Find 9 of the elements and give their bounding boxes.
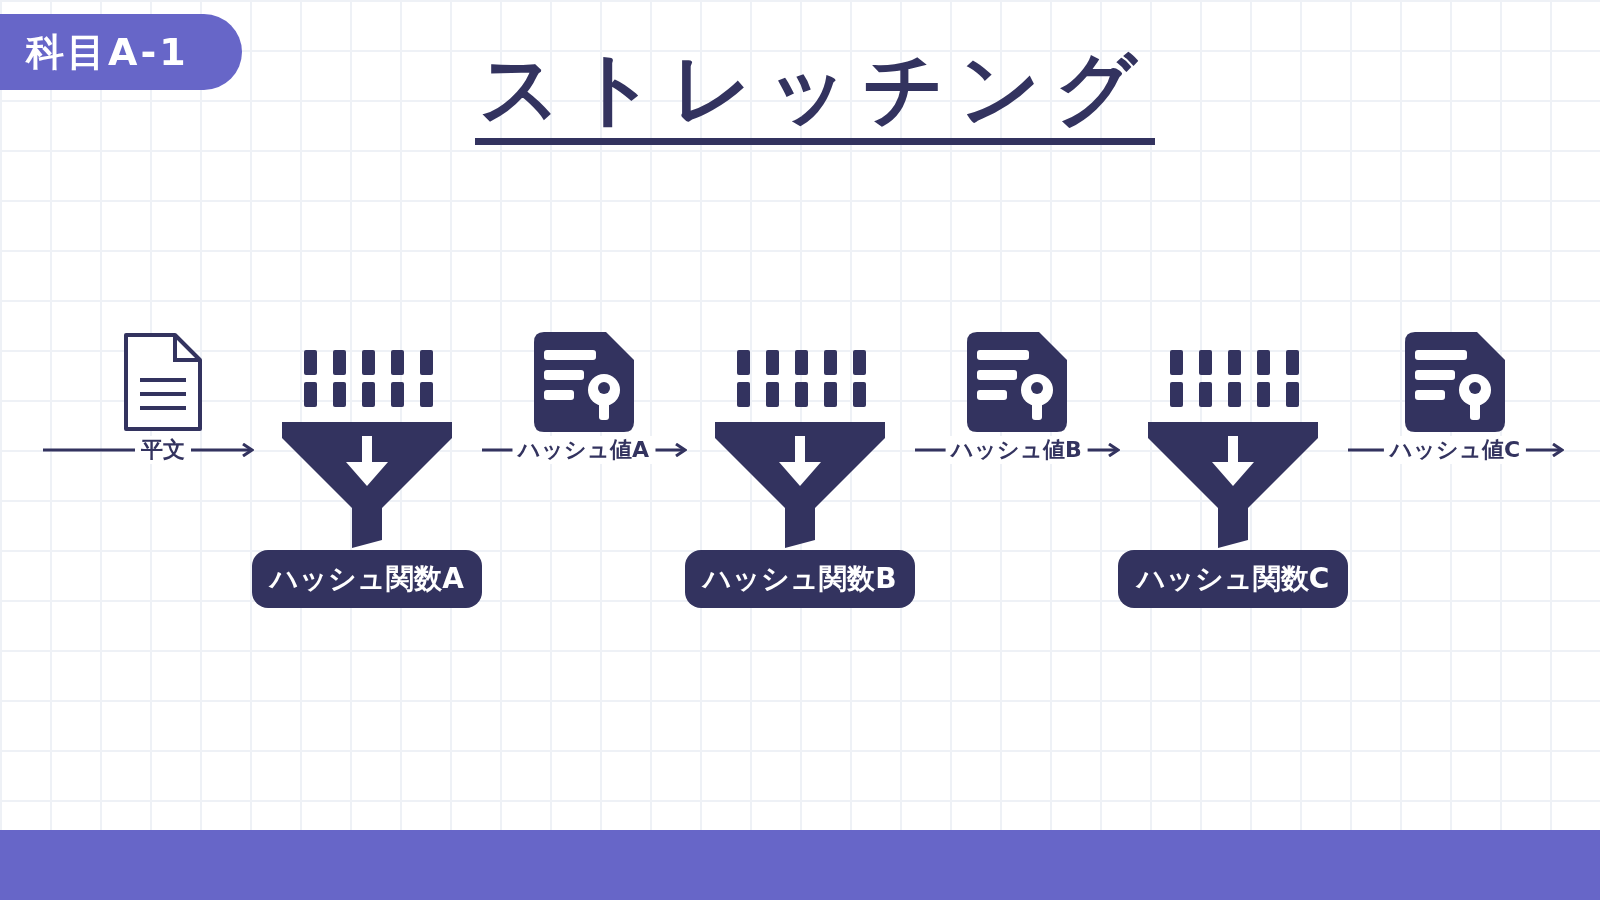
edge-label: 平文	[134, 436, 191, 464]
subject-tag: 科目A-1	[0, 14, 242, 90]
function-label: ハッシュ関数B	[685, 550, 915, 608]
function-label: ハッシュ関数C	[1118, 550, 1348, 608]
edge-label: ハッシュ値B	[945, 436, 1088, 464]
function-label: ハッシュ関数A	[252, 550, 482, 608]
title: ストレッチング	[475, 40, 1155, 145]
edge-label: ハッシュ値C	[1383, 436, 1527, 464]
edge-label: ハッシュ値A	[512, 436, 655, 464]
